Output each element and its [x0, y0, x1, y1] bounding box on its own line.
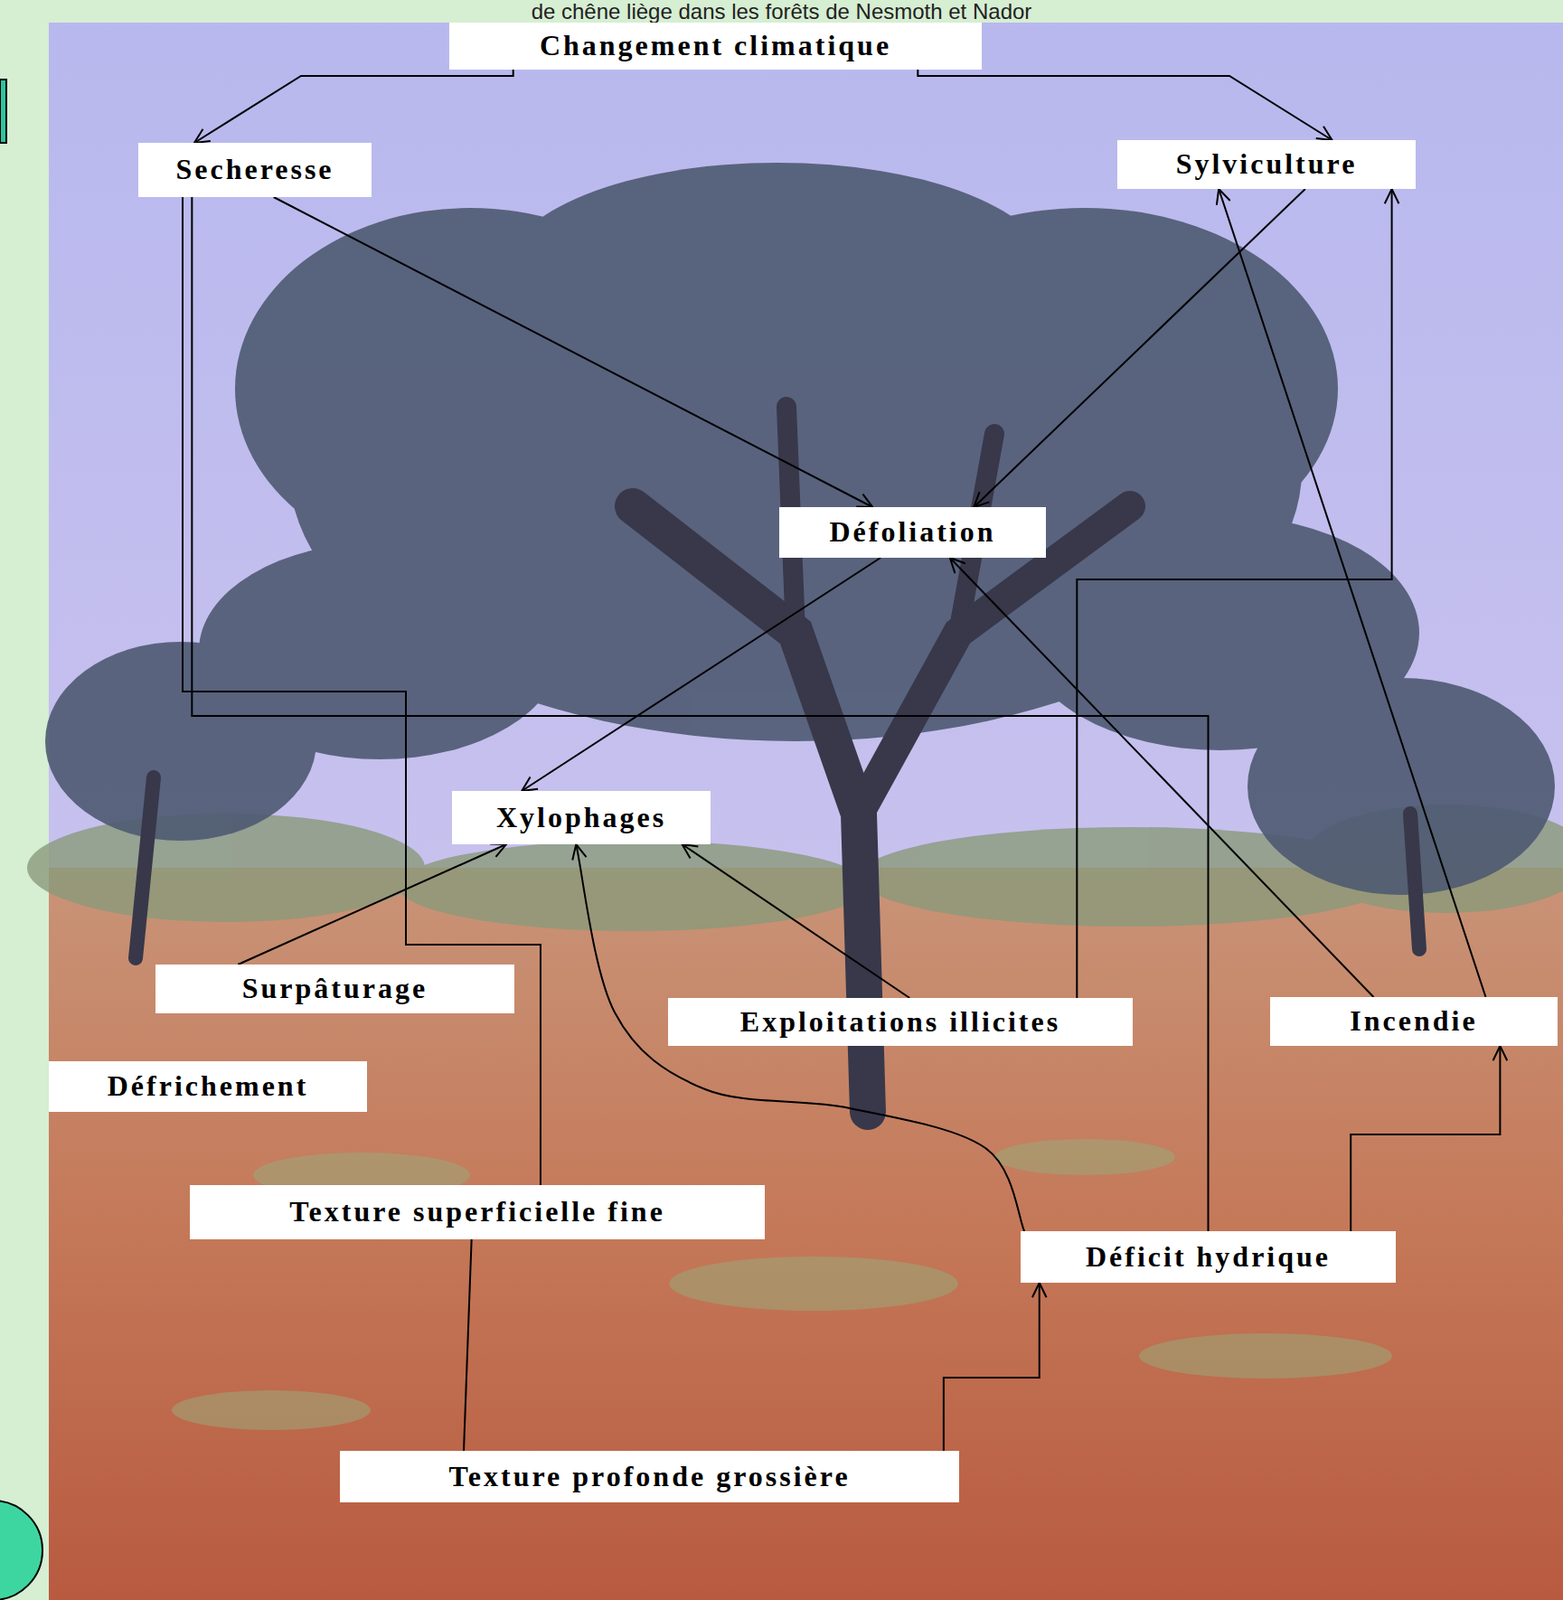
factor-label: Changement climatique [539, 29, 892, 62]
connector [943, 1282, 1047, 1451]
connector-line [463, 1239, 472, 1451]
connector-line [237, 844, 507, 965]
factor-label: Exploitations illicites [740, 1006, 1061, 1038]
connector [237, 843, 507, 965]
connector-line [273, 197, 874, 508]
factor-label: Secheresse [175, 153, 334, 186]
connector [682, 844, 911, 999]
connector-line [182, 197, 541, 1186]
factor-box: Changement climatique [449, 22, 982, 70]
factor-label: Sylviculture [1176, 148, 1358, 180]
arrowhead [1216, 188, 1231, 206]
arrowhead [1384, 188, 1400, 204]
factor-label: Déficit hydrique [1085, 1241, 1331, 1273]
factor-box: Déficit hydrique [1020, 1231, 1396, 1283]
arrowhead [521, 777, 538, 791]
factor-label: Défoliation [828, 516, 996, 548]
connector-line [943, 1282, 1040, 1451]
connector-line [194, 69, 514, 143]
connector [973, 188, 1306, 508]
factor-box: Texture superficielle fine [189, 1185, 765, 1240]
connector-line [1218, 188, 1486, 998]
connector [950, 557, 1375, 998]
connector [917, 69, 1332, 141]
arrowhead [856, 494, 873, 508]
arrowhead [1493, 1045, 1508, 1061]
factor-box: Secheresse [138, 142, 372, 198]
connector-line [950, 557, 1375, 998]
factor-label: Xylophages [496, 801, 667, 834]
factor-box: Surpâturage [155, 964, 515, 1014]
connector [1076, 188, 1399, 999]
connector [182, 197, 541, 1186]
connector-line [973, 188, 1306, 508]
title-bar: de chêne liège dans les forêts de Nesmot… [0, 0, 1563, 23]
arrowhead [572, 844, 586, 861]
arrowhead [489, 843, 507, 857]
connector-line [1076, 188, 1392, 999]
connector [273, 197, 874, 508]
connector-line [1350, 1045, 1500, 1232]
factor-box: Incendie [1270, 997, 1558, 1046]
connector [1216, 188, 1487, 998]
connector-line [917, 69, 1332, 141]
connector [463, 1239, 472, 1451]
arrowhead [950, 557, 966, 574]
arrowhead [194, 129, 211, 143]
factor-label: Texture superficielle fine [289, 1195, 666, 1228]
factor-box: Défrichement [48, 1061, 368, 1112]
arrowhead [682, 844, 699, 859]
factor-box: Sylviculture [1117, 140, 1416, 189]
arrowhead [1316, 126, 1333, 141]
factor-label: Surpâturage [242, 972, 428, 1005]
factor-box: Xylophages [451, 790, 711, 845]
title-text: de chêne liège dans les forêts de Nesmot… [526, 0, 1038, 24]
arrowhead [1032, 1282, 1047, 1298]
factor-label: Texture profonde grossière [448, 1460, 850, 1493]
connector-line [521, 557, 881, 791]
factor-box: Texture profonde grossière [339, 1450, 960, 1503]
connector-line [682, 844, 911, 999]
connector [521, 557, 881, 791]
connector [194, 69, 514, 143]
connector [1350, 1045, 1507, 1232]
arrowhead [973, 491, 989, 508]
factor-box: Défoliation [779, 507, 1046, 558]
factor-label: Incendie [1349, 1005, 1478, 1037]
factor-label: Défrichement [107, 1070, 310, 1102]
factor-box: Exploitations illicites [668, 998, 1133, 1046]
